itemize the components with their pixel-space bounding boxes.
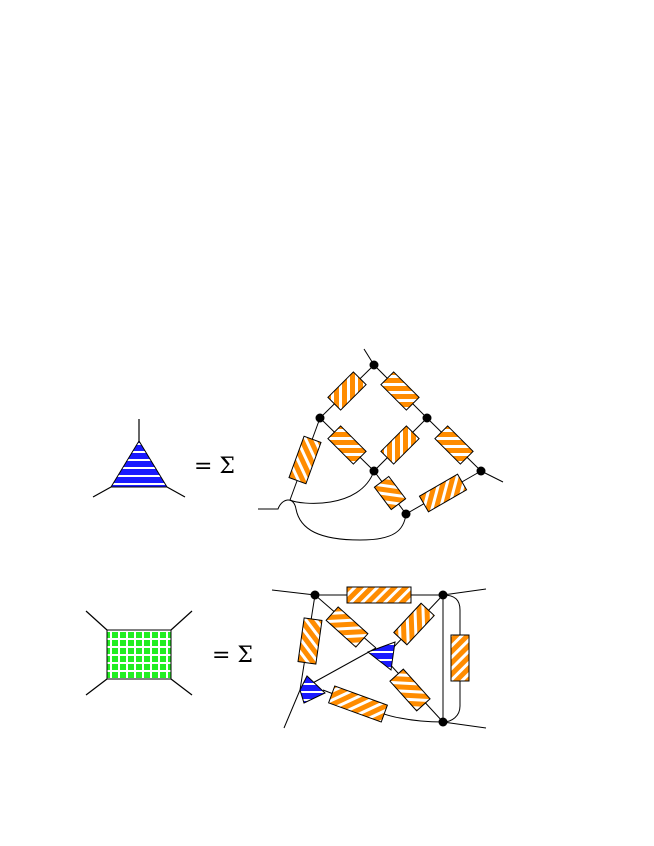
vertex-node (476, 466, 486, 476)
triangle-vertex-lhs (92, 419, 186, 498)
propagator (418, 473, 468, 513)
vertex-node (369, 360, 379, 370)
triangle-vertex (299, 675, 326, 704)
equals-sum-1: = Σ (194, 454, 235, 479)
propagator (380, 371, 420, 411)
propagator (380, 425, 420, 465)
vertex-node (315, 413, 325, 423)
triangle-vertex (366, 641, 396, 671)
rhs-diagram-2 (271, 586, 487, 729)
vertex-node (438, 717, 448, 727)
triangle-vertex (110, 440, 168, 488)
propagator (373, 475, 407, 511)
vertex-node (401, 509, 411, 519)
propagator (434, 425, 474, 465)
vertex-node (422, 413, 432, 423)
propagator (288, 435, 322, 485)
propagator (327, 371, 367, 411)
rhs-diagram-1 (258, 348, 504, 541)
equals-sum-2: = Σ (212, 643, 253, 668)
propagator (346, 586, 412, 604)
propagator (297, 617, 323, 665)
propagator (325, 606, 369, 648)
vertex-node (369, 466, 379, 476)
propagator (389, 668, 431, 712)
propagator (393, 602, 435, 646)
propagator (450, 634, 470, 682)
vertex-node (310, 590, 320, 600)
propagator (327, 425, 367, 465)
square-vertex (106, 629, 172, 680)
propagator (327, 685, 389, 723)
square-vertex-lhs (85, 610, 193, 696)
vertex-node (438, 590, 448, 600)
